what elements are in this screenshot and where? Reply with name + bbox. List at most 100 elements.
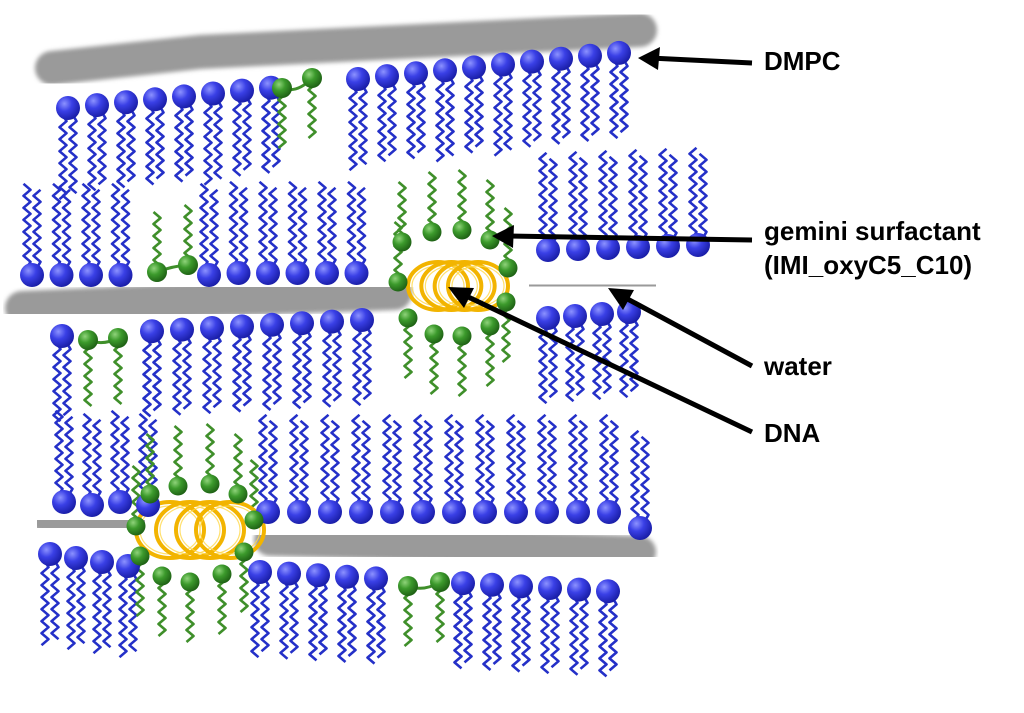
lipid-tail [155,105,165,180]
lipid-tail [302,329,312,404]
surfactant-tail [113,337,123,405]
lipid-tail [128,572,138,653]
lipid-head-icon [433,58,457,83]
lipid-tail [376,584,386,659]
lipid-tail [506,413,516,506]
lipid-head-icon [277,561,301,586]
lipid-tail [152,337,162,412]
water-layer [32,512,150,536]
lipid-tail [578,156,588,243]
surfactant-heads [78,68,518,596]
lipid-tail [110,182,121,269]
lipid-head-icon [578,43,602,68]
lipid-tail [110,409,120,496]
lipid-tail [609,419,619,506]
lipid-head-icon [318,500,342,524]
lipid-tail [548,157,558,244]
lipid-tail [320,413,330,506]
lipid-tail [202,334,212,415]
lipid-tail [346,180,357,267]
lipid-tail [327,186,337,267]
lipid-tail [271,94,281,168]
lipid-tail [145,105,155,186]
surfactant-tail [485,179,495,241]
surfactant-tail [457,335,467,397]
surfactant-head-icon [430,572,450,592]
lipid-tail [482,591,492,671]
lipid-tail [68,114,78,195]
surfactant-head-icon [398,576,418,596]
lipid-tail [382,413,392,506]
lipid-tail [580,62,590,142]
lipid-head-icon [52,490,76,514]
lipid-tail [292,329,302,410]
surfactant-tail [397,181,407,243]
lipid-head-icon [451,571,475,596]
surfactant-tail [205,423,215,485]
lipid-tail [358,85,368,166]
lipid-tail [297,186,308,267]
lipid-tail [537,413,547,506]
lipid-tail [261,94,271,174]
lipid-head-icon [509,574,533,599]
lipid-head-icon [538,576,562,600]
lipid-head-icon [346,67,370,91]
lipid-head-icon [200,316,224,340]
lipid-tail [289,580,299,654]
lipid-tail [598,149,608,242]
lipid-tail [568,150,578,243]
surfactant-head-icon [452,326,472,346]
lipid-tail [602,320,612,395]
surfactant-tail [435,581,445,643]
lipid-tail [492,591,502,665]
lipid-tail [387,82,397,157]
lipid-tail [464,73,474,154]
surfactant-tail [429,333,439,395]
lipid-tail [258,180,268,267]
lipid-head-icon [566,500,590,524]
lipid-head-icon [626,235,650,259]
lipid-tail [578,419,588,506]
water-layer [522,272,663,299]
dna-highlight [159,505,221,555]
lipid-tail [511,592,521,673]
lipid-tail [565,322,575,403]
lipid-tail [120,188,131,269]
lipid-head-icon [473,500,497,524]
lipid-tail [351,413,361,506]
lipid-head-icon [628,516,652,540]
lipid-tail [569,596,579,676]
lipid-tail [242,97,252,171]
dna-helix-icon [446,260,510,312]
lipid-head-icon [260,312,284,337]
surfactant-head-icon [302,68,322,88]
surfactant-head-icon [108,328,128,348]
lipid-head-icon [335,564,359,589]
lipid-tail [126,108,136,183]
lipid-head-icon [596,236,620,260]
lipid-heads [20,40,710,604]
water-arrow [620,293,754,369]
lipid-head-icon [590,302,614,326]
lipid-tail [668,153,678,240]
lipid-tail [268,419,278,506]
surfactant-tail [233,433,243,495]
lipid-tail [213,100,223,180]
surfactant-head-icon [126,516,146,536]
lipid-tail [332,328,342,402]
lipid-tail [97,111,107,186]
lipid-tail [138,412,148,499]
lipid-tail [547,419,557,506]
lipid-head-icon [520,49,544,74]
lipid-head-icon [380,500,404,524]
lipid-tail [538,151,548,244]
lipid-tail [209,188,219,269]
lipid-head-icon [143,87,167,112]
lipid-tail [540,594,550,675]
lipid-tail [142,337,152,418]
lipid-tail [232,332,242,413]
lipid-tail [688,146,698,239]
lipid-tail [640,435,650,522]
gemini-arrowhead [492,225,514,248]
